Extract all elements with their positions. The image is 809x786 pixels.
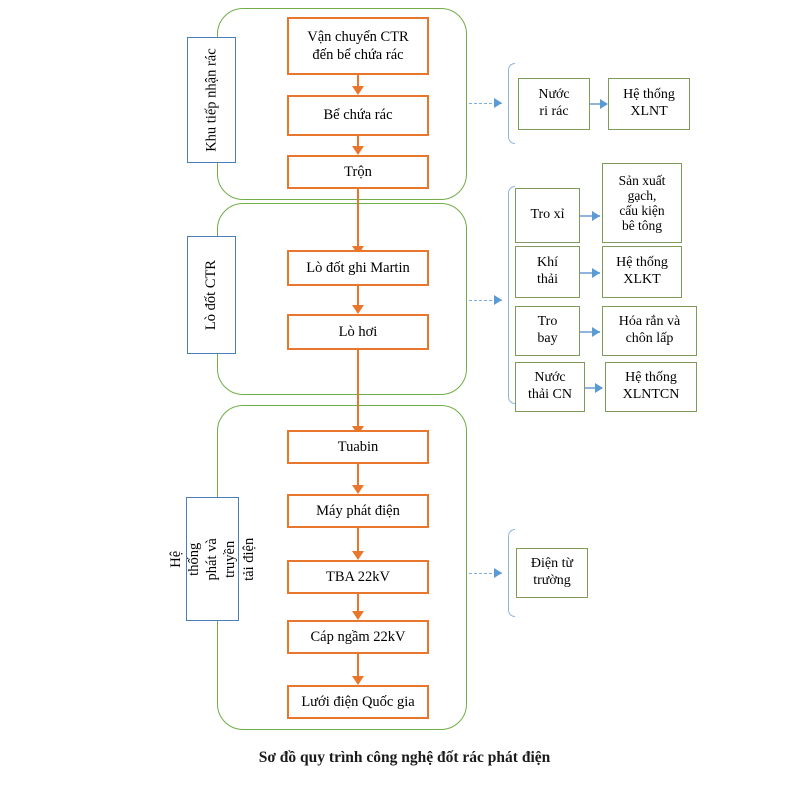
- process-box-luoi-dien-quoc-gia[interactable]: Lưới điện Quốc gia: [287, 685, 429, 719]
- stage-label-waste-reception-text: Khu tiếp nhận rác: [203, 48, 220, 152]
- dashed-connector-section3-outputs: [469, 573, 502, 574]
- output-box-tro-xi[interactable]: Tro xỉ: [515, 188, 580, 243]
- dashed-arrow-section1-outputs: [494, 98, 502, 108]
- arrow-nuocrirac-to-hethongxlnt: [600, 99, 608, 109]
- connector-bechua-to-tron: [357, 136, 359, 146]
- section-container-incinerator: [217, 203, 467, 395]
- output-box-dien-tu-truong[interactable]: Điện từ trường: [516, 548, 588, 598]
- process-box-lo-dot-ghi-martin[interactable]: Lò đốt ghi Martin: [287, 250, 429, 286]
- arrow-troxi-to-sanxuatgach: [592, 211, 600, 221]
- connector-lodot-to-lohoi: [357, 286, 359, 305]
- arrow-vanchuyen-to-bechua: [352, 86, 364, 95]
- process-box-tba-22kv[interactable]: TBA 22kV: [287, 560, 429, 594]
- stage-label-incinerator-text: Lò đốt CTR: [203, 259, 220, 331]
- stage-label-waste-reception: Khu tiếp nhận rác: [187, 37, 236, 163]
- arrow-tuabin-to-mayphatdien: [352, 485, 364, 494]
- connector-khithai-to-hethongxlkt: [580, 272, 600, 274]
- connector-tuabin-to-mayphatdien: [357, 464, 359, 485]
- process-box-lo-hoi[interactable]: Lò hơi: [287, 314, 429, 350]
- arrow-mayphatdien-to-tba: [352, 551, 364, 560]
- process-box-van-chuyen-ctr[interactable]: Vận chuyển CTR đến bể chứa rác: [287, 17, 429, 75]
- dashed-connector-section2-outputs: [469, 300, 502, 301]
- arrow-trobay-to-hoaran: [592, 327, 600, 337]
- output-box-nuoc-thai-cn[interactable]: Nước thải CN: [515, 362, 585, 412]
- arrow-khithai-to-hethongxlkt: [592, 268, 600, 278]
- connector-tron-to-lodot: [357, 189, 359, 246]
- stage-label-incinerator: Lò đốt CTR: [187, 236, 236, 354]
- connector-tba-to-capngam: [357, 594, 359, 611]
- connector-nuocthaicn-to-hethongxlntcn: [585, 387, 602, 389]
- connector-troxi-to-sanxuatgach: [580, 215, 600, 217]
- output-box-he-thong-xlnt[interactable]: Hệ thống XLNT: [608, 78, 690, 130]
- output-box-tro-bay[interactable]: Tro bay: [515, 306, 580, 356]
- output-box-hoa-ran-va-chon-lap[interactable]: Hóa rắn và chôn lấp: [602, 306, 697, 356]
- process-box-tuabin[interactable]: Tuabin: [287, 430, 429, 464]
- process-box-may-phat-dien[interactable]: Máy phát điện: [287, 494, 429, 528]
- process-box-cap-ngam-22kv[interactable]: Cáp ngầm 22kV: [287, 620, 429, 654]
- connector-vanchuyen-to-bechua: [357, 75, 359, 86]
- stage-label-power-line2: truyền tải điện: [222, 537, 257, 581]
- arrow-nuocthaicn-to-hethongxlntcn: [595, 383, 603, 393]
- dashed-arrow-section3-outputs: [494, 568, 502, 578]
- process-box-be-chua-rac[interactable]: Bể chứa rác: [287, 95, 429, 136]
- bracket-section3-outputs: [508, 529, 515, 617]
- stage-label-power-line1: Hệ thống phát và: [168, 537, 221, 581]
- dashed-arrow-section2-outputs: [494, 295, 502, 305]
- output-box-he-thong-xlntcn[interactable]: Hệ thống XLNTCN: [605, 362, 697, 412]
- bracket-section1-outputs: [508, 63, 515, 144]
- connector-mayphatdien-to-tba: [357, 528, 359, 551]
- dashed-connector-section1-outputs: [469, 103, 502, 104]
- output-box-san-xuat-gach[interactable]: Sản xuất gạch, cấu kiện bê tông: [602, 163, 682, 243]
- connector-nuocrirac-to-hethongxlnt: [590, 103, 607, 105]
- process-box-tron[interactable]: Trộn: [287, 155, 429, 189]
- bracket-section2-outputs: [508, 186, 515, 404]
- diagram-caption: Sơ đồ quy trình công nghệ đốt rác phát đ…: [258, 749, 551, 766]
- output-box-nuoc-ri-rac[interactable]: Nước ri rác: [518, 78, 590, 130]
- connector-lohoi-to-tuabin: [357, 350, 359, 426]
- arrow-lodot-to-lohoi: [352, 305, 364, 314]
- output-box-he-thong-xlkt[interactable]: Hệ thống XLKT: [602, 246, 682, 298]
- arrow-tba-to-capngam: [352, 611, 364, 620]
- arrow-capngam-to-luoidien: [352, 676, 364, 685]
- connector-capngam-to-luoidien: [357, 654, 359, 676]
- arrow-bechua-to-tron: [352, 146, 364, 155]
- connector-trobay-to-hoaran: [580, 331, 600, 333]
- output-box-khi-thai[interactable]: Khí thải: [515, 246, 580, 298]
